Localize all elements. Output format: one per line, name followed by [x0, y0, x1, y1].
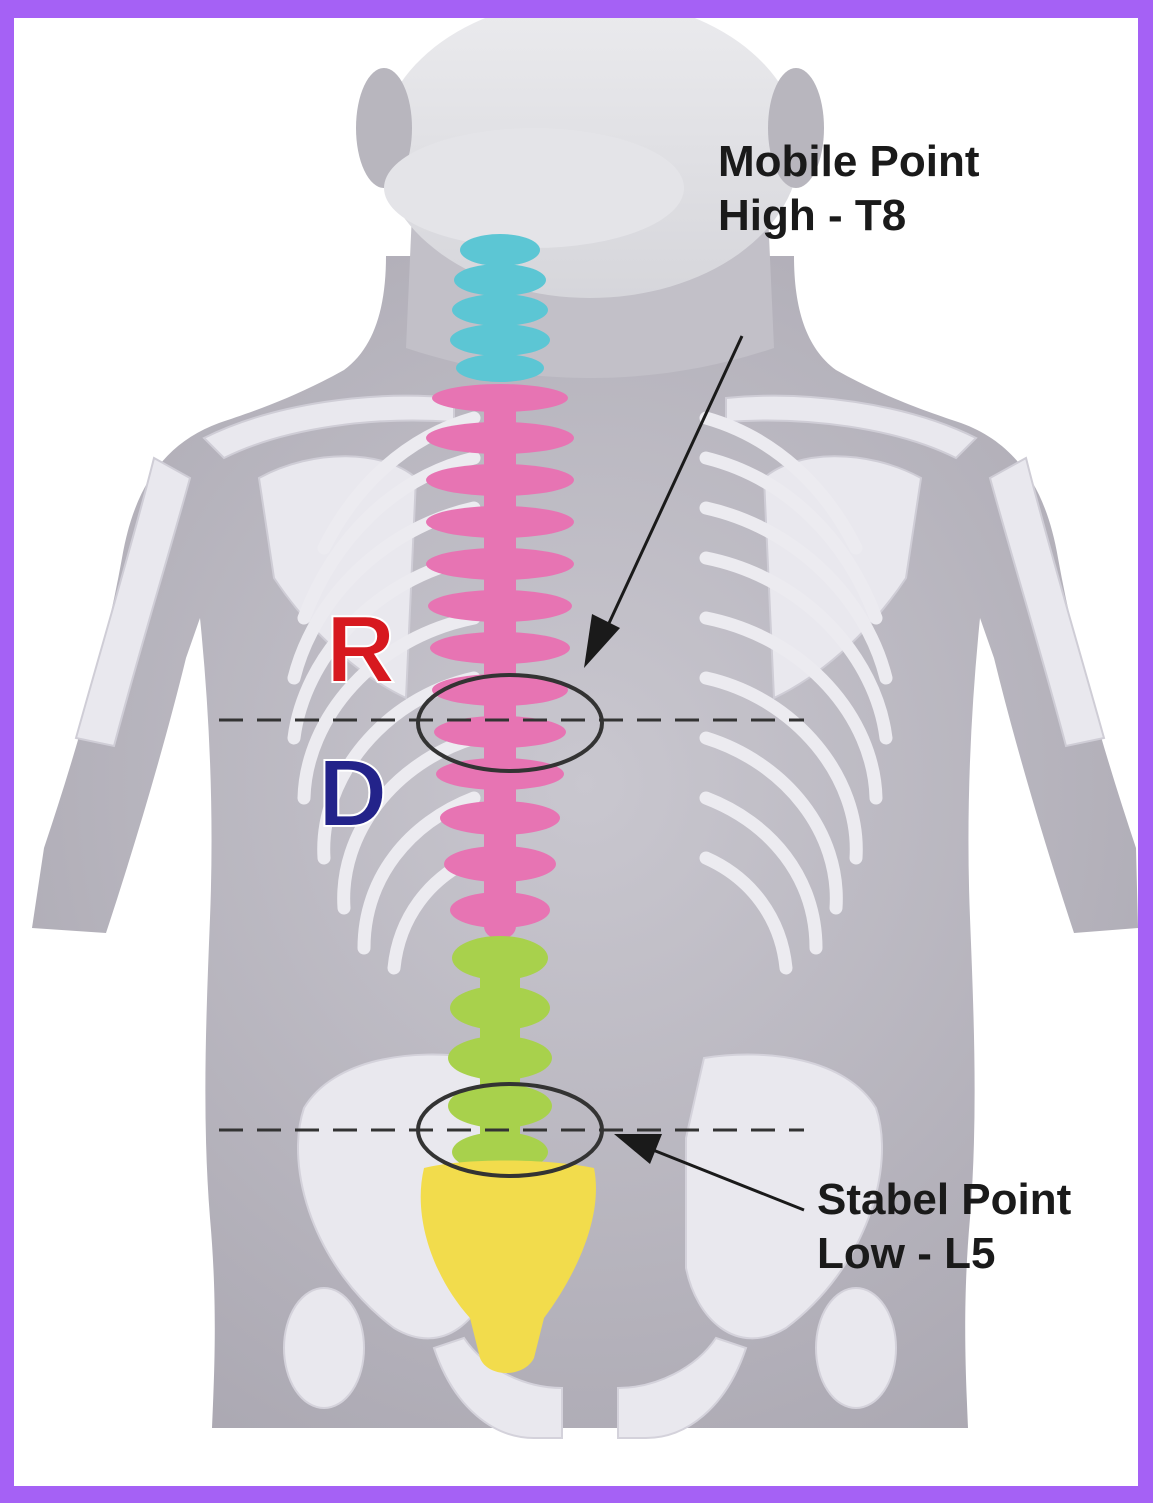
stable-point-label: Stabel Point — [817, 1174, 1071, 1226]
letter-d: D — [318, 744, 387, 844]
diagram-frame: Mobile Point High - T8 Stabel Point Low … — [14, 18, 1138, 1486]
jaw — [384, 128, 684, 248]
stable-point-level: Low - L5 — [817, 1228, 995, 1280]
mobile-point-level: High - T8 — [718, 190, 906, 242]
mobile-point-label: Mobile Point — [718, 136, 980, 188]
cervical-spine — [450, 234, 550, 382]
letter-r: R — [326, 600, 395, 700]
